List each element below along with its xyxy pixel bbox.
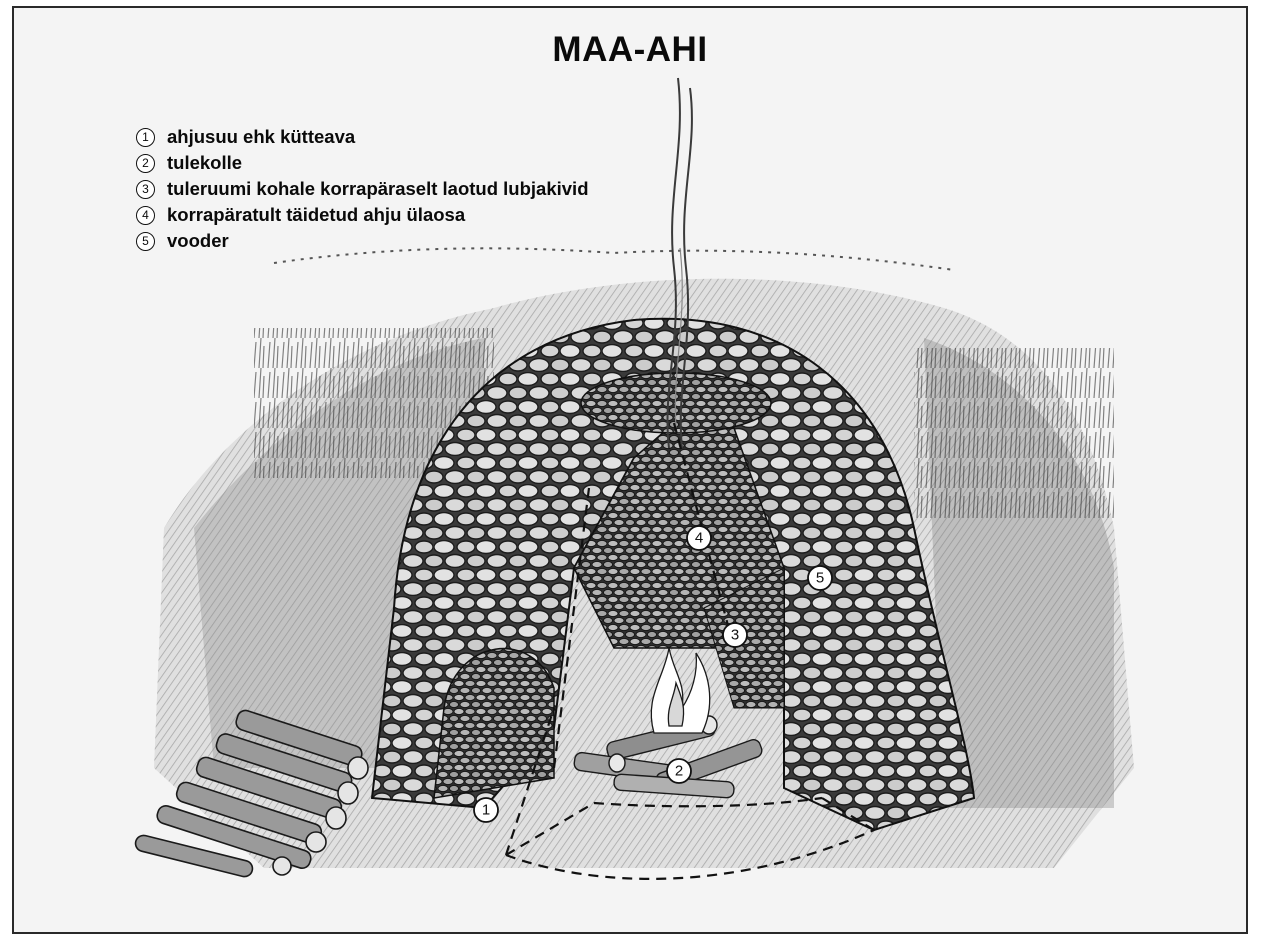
legend-item: 4 korrapäratult täidetud ahju ülaosa (136, 202, 589, 228)
legend-item: 2 tulekolle (136, 150, 589, 176)
diagram-title: MAA-AHI (14, 30, 1246, 70)
legend-item: 1 ahjusuu ehk kütteava (136, 124, 589, 150)
legend: 1 ahjusuu ehk kütteava 2 tulekolle 3 tuleru… (136, 124, 589, 254)
svg-text:2: 2 (675, 763, 683, 780)
legend-number: 2 (136, 154, 155, 173)
svg-text:4: 4 (695, 530, 703, 547)
legend-label: tulekolle (167, 152, 242, 174)
svg-text:5: 5 (816, 570, 824, 587)
svg-text:3: 3 (731, 627, 739, 644)
marker-4: 4 (687, 526, 711, 550)
legend-label: korrapäratult täidetud ahju ülaosa (167, 204, 465, 226)
legend-label: vooder (167, 230, 229, 252)
marker-2: 2 (667, 759, 691, 783)
legend-number: 4 (136, 206, 155, 225)
marker-1: 1 (474, 798, 498, 822)
marker-3: 3 (723, 623, 747, 647)
legend-label: ahjusuu ehk kütteava (167, 126, 355, 148)
svg-text:1: 1 (482, 802, 490, 819)
marker-5: 5 (808, 566, 832, 590)
legend-label: tuleruumi kohale korrapäraselt laotud lu… (167, 178, 589, 200)
legend-item: 5 vooder (136, 228, 589, 254)
diagram-sheet: 1 2 3 4 5 MAA-AHI 1 ahjusuu ehk kütteava … (12, 6, 1248, 934)
legend-number: 5 (136, 232, 155, 251)
legend-item: 3 tuleruumi kohale korrapäraselt laotud l… (136, 176, 589, 202)
legend-number: 1 (136, 128, 155, 147)
legend-number: 3 (136, 180, 155, 199)
